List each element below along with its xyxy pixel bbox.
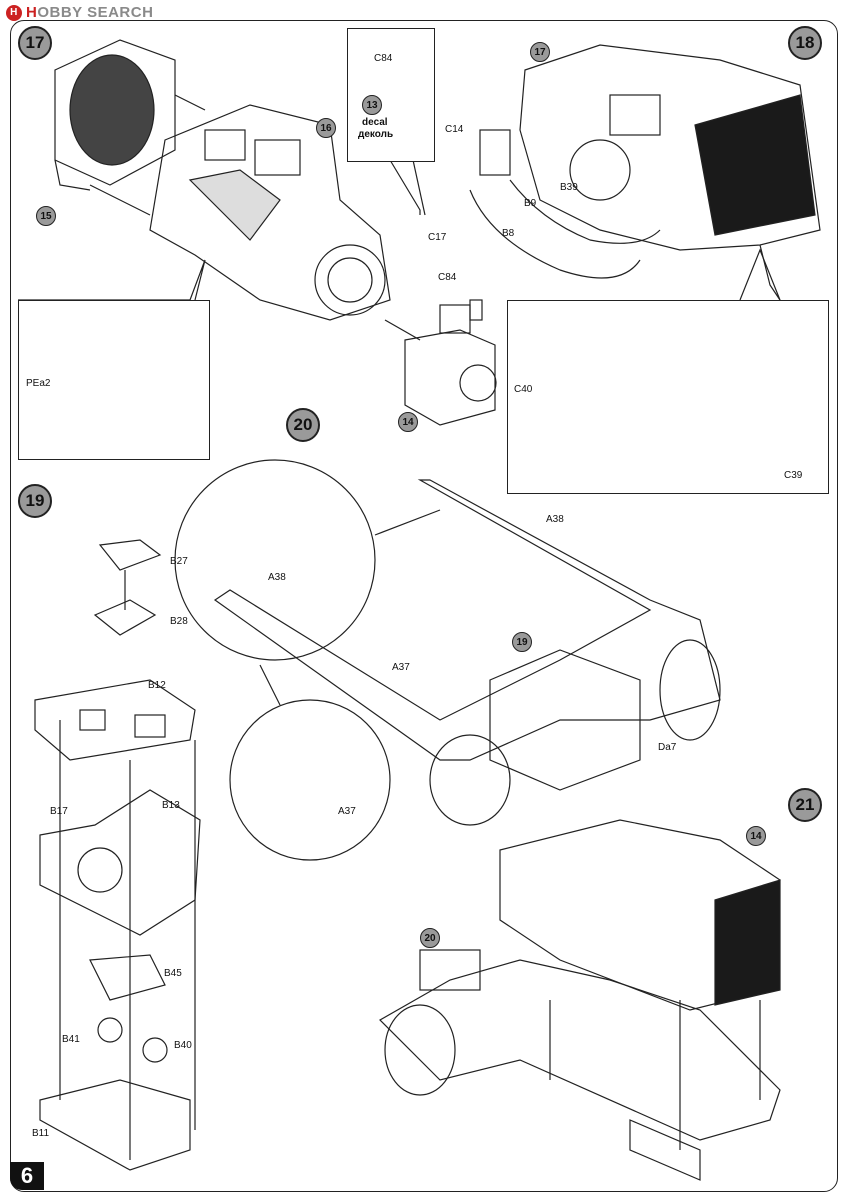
step-17-badge: 17 [18, 26, 52, 60]
ref-14b-badge: 14 [746, 826, 766, 846]
ref-14-badge: 14 [398, 412, 418, 432]
engine-drawing [149, 104, 391, 321]
gearbox-drawing [404, 299, 497, 426]
label-b12: B12 [148, 680, 166, 691]
label-c84: C84 [374, 53, 393, 64]
label-a37: A37 [392, 662, 410, 673]
step-20-badge: 20 [286, 408, 320, 442]
chassis-drawing [174, 459, 721, 861]
decal-label-ru: деколь [358, 129, 394, 140]
brand-logo-icon: H [6, 4, 22, 21]
label-b11: B11 [32, 1128, 50, 1139]
label-b27: B27 [170, 556, 188, 567]
watermark-text: OBBY SEARCH [37, 4, 154, 21]
label-c84b: C84 [438, 272, 457, 283]
label-b8: B8 [502, 228, 515, 239]
label-c17: C17 [428, 232, 447, 243]
label-a37-inset: A37 [338, 806, 356, 817]
radiator-drawing [54, 39, 176, 191]
inset-17 [18, 300, 210, 460]
step-21-badge: 21 [788, 788, 822, 822]
ref-17-badge: 17 [530, 42, 550, 62]
watermark-prefix: H [26, 4, 38, 21]
decal-label-en: decal [362, 117, 388, 128]
label-pea2: PEa2 [26, 378, 51, 389]
label-b40: B40 [174, 1040, 192, 1051]
label-b17: B17 [50, 806, 68, 817]
label-b45: B45 [164, 968, 182, 979]
step21-drawing [379, 819, 781, 1181]
label-c40: C40 [514, 384, 533, 395]
label-c14: C14 [445, 124, 464, 135]
label-b39: B39 [560, 182, 578, 193]
label-c39: C39 [784, 470, 803, 481]
page-number: 6 [10, 1162, 44, 1190]
label-da7: Da7 [658, 742, 677, 753]
watermark: H HOBBY SEARCH [6, 4, 153, 21]
page-frame [10, 20, 838, 1192]
engine-18-drawing [479, 44, 821, 251]
inset-18 [507, 300, 829, 494]
decal-box: C84 13 decal деколь [347, 28, 435, 162]
ref-16-badge: 16 [316, 118, 336, 138]
label-a38: A38 [546, 514, 564, 525]
label-b9: B9 [524, 198, 537, 209]
ref-19-badge: 19 [512, 632, 532, 652]
ref-20-badge: 20 [420, 928, 440, 948]
step-19-badge: 19 [18, 484, 52, 518]
decal-ref-badge: 13 [362, 95, 382, 115]
label-b41: B41 [62, 1034, 80, 1045]
label-b28: B28 [170, 616, 188, 627]
label-b13: B13 [162, 800, 180, 811]
step19-parts-drawing [34, 539, 201, 1171]
step-18-badge: 18 [788, 26, 822, 60]
label-a38-inset: A38 [268, 572, 286, 583]
ref-15-badge: 15 [36, 206, 56, 226]
